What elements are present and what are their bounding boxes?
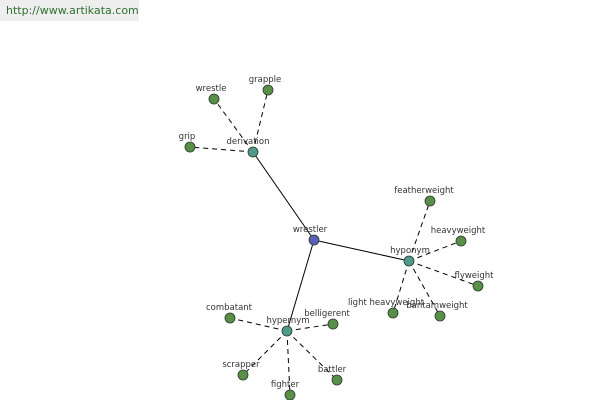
leaf-node-grip[interactable] — [184, 141, 196, 153]
leaf-label-light-heavyweight: light heavyweight — [348, 298, 425, 308]
leaf-node-battler[interactable] — [331, 374, 343, 386]
leaf-label-belligerent: belligerent — [304, 309, 350, 319]
leaf-label-fighter: fighter — [271, 380, 300, 390]
leaf-label-grapple: grapple — [249, 75, 281, 85]
leaf-node-belligerent[interactable] — [327, 318, 339, 330]
leaf-label-scrapper: scrapper — [222, 360, 260, 370]
leaf-label-grip: grip — [179, 132, 196, 142]
leaf-label-battler: battler — [318, 365, 347, 375]
edge-wrestler-hyponym — [313, 239, 410, 262]
graph-labels: wrestler derivation grip wrestle grapple hypo… — [179, 75, 495, 390]
edge-wrestler-derivation — [252, 151, 315, 241]
edge-hypernym-belligerent — [286, 323, 334, 332]
edge-derivation-wrestle — [213, 98, 254, 153]
leaf-label-bantamweight: bantamweight — [406, 301, 468, 311]
relation-node-derivation[interactable] — [247, 146, 259, 158]
leaf-node-flyweight[interactable] — [472, 280, 484, 292]
root-label-wrestler: wrestler — [293, 225, 328, 235]
leaf-node-scrapper[interactable] — [237, 369, 249, 381]
leaf-node-heavyweight[interactable] — [455, 235, 467, 247]
relation-node-hypernym[interactable] — [281, 325, 293, 337]
edge-hypernym-combatant — [229, 317, 288, 332]
relation-label-derivation: derivation — [226, 137, 269, 147]
leaf-node-grapple[interactable] — [262, 84, 274, 96]
edge-derivation-grapple — [252, 89, 269, 153]
leaf-node-light-heavyweight[interactable] — [387, 307, 399, 319]
edge-hypernym-battler — [286, 330, 338, 381]
relation-label-hyponym: hyponym — [390, 246, 430, 256]
relation-node-hyponym[interactable] — [403, 255, 415, 267]
graph-edges — [189, 89, 479, 396]
url-link[interactable]: http://www.artikata.com — [6, 4, 139, 17]
graph-nodes — [184, 84, 484, 400]
edge-hyponym-flyweight — [408, 260, 479, 287]
leaf-node-wrestle[interactable] — [208, 93, 220, 105]
leaf-label-combatant: combatant — [206, 303, 253, 313]
edge-hyponym-featherweight — [408, 200, 431, 262]
leaf-node-bantamweight[interactable] — [434, 310, 446, 322]
leaf-label-featherweight: featherweight — [394, 186, 454, 196]
edge-hyponym-bantamweight — [408, 260, 441, 317]
edge-wrestler-hypernym — [286, 239, 315, 332]
leaf-node-fighter[interactable] — [284, 389, 296, 400]
edge-hyponym-light-heavyweight — [392, 260, 410, 314]
edge-hypernym-scrapper — [242, 330, 288, 376]
relation-label-hypernym: hypernym — [266, 316, 309, 326]
root-node-wrestler[interactable] — [308, 234, 320, 246]
leaf-node-featherweight[interactable] — [424, 195, 436, 207]
leaf-node-combatant[interactable] — [224, 312, 236, 324]
leaf-label-flyweight: flyweight — [454, 271, 494, 281]
url-banner: http://www.artikata.com — [0, 0, 139, 21]
leaf-label-heavyweight: heavyweight — [431, 226, 486, 236]
leaf-label-wrestle: wrestle — [196, 84, 227, 94]
edge-hypernym-fighter — [286, 330, 291, 396]
edge-derivation-grip — [189, 146, 254, 153]
edge-hyponym-heavyweight — [408, 240, 462, 262]
